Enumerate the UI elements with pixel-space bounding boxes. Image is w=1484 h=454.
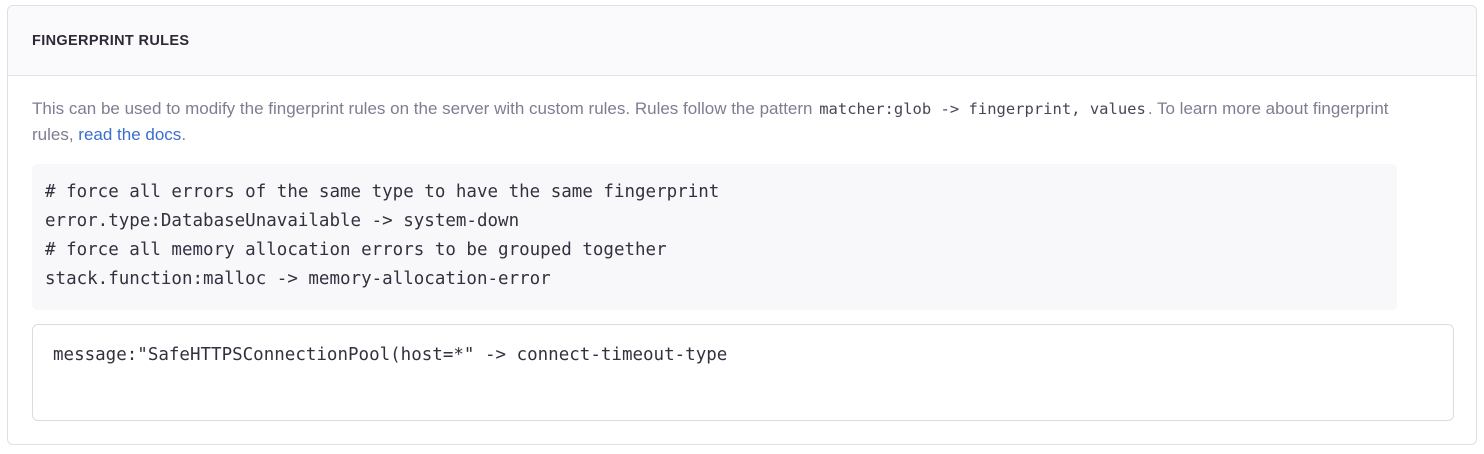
example-code-content: # force all errors of the same type to h…	[45, 182, 720, 289]
panel-body: This can be used to modify the fingerpri…	[8, 76, 1476, 421]
inline-code-pattern: matcher:glob -> fingerprint, values	[819, 100, 1146, 118]
page-title: FINGERPRINT RULES	[32, 32, 190, 49]
description-text: This can be used to modify the fingerpri…	[32, 96, 1392, 148]
fingerprint-rules-input[interactable]	[32, 324, 1454, 421]
read-the-docs-link[interactable]: read the docs	[78, 125, 182, 144]
fingerprint-rules-panel: FINGERPRINT RULES This can be used to mo…	[7, 5, 1477, 445]
panel-header: FINGERPRINT RULES	[8, 6, 1476, 76]
example-code-block: # force all errors of the same type to h…	[32, 164, 1397, 310]
description-part-two: . To learn more about fingerprint rules,	[32, 99, 1389, 144]
description-part-one: This can be used to modify the fingerpri…	[32, 99, 818, 118]
description-part-three: .	[181, 125, 187, 144]
